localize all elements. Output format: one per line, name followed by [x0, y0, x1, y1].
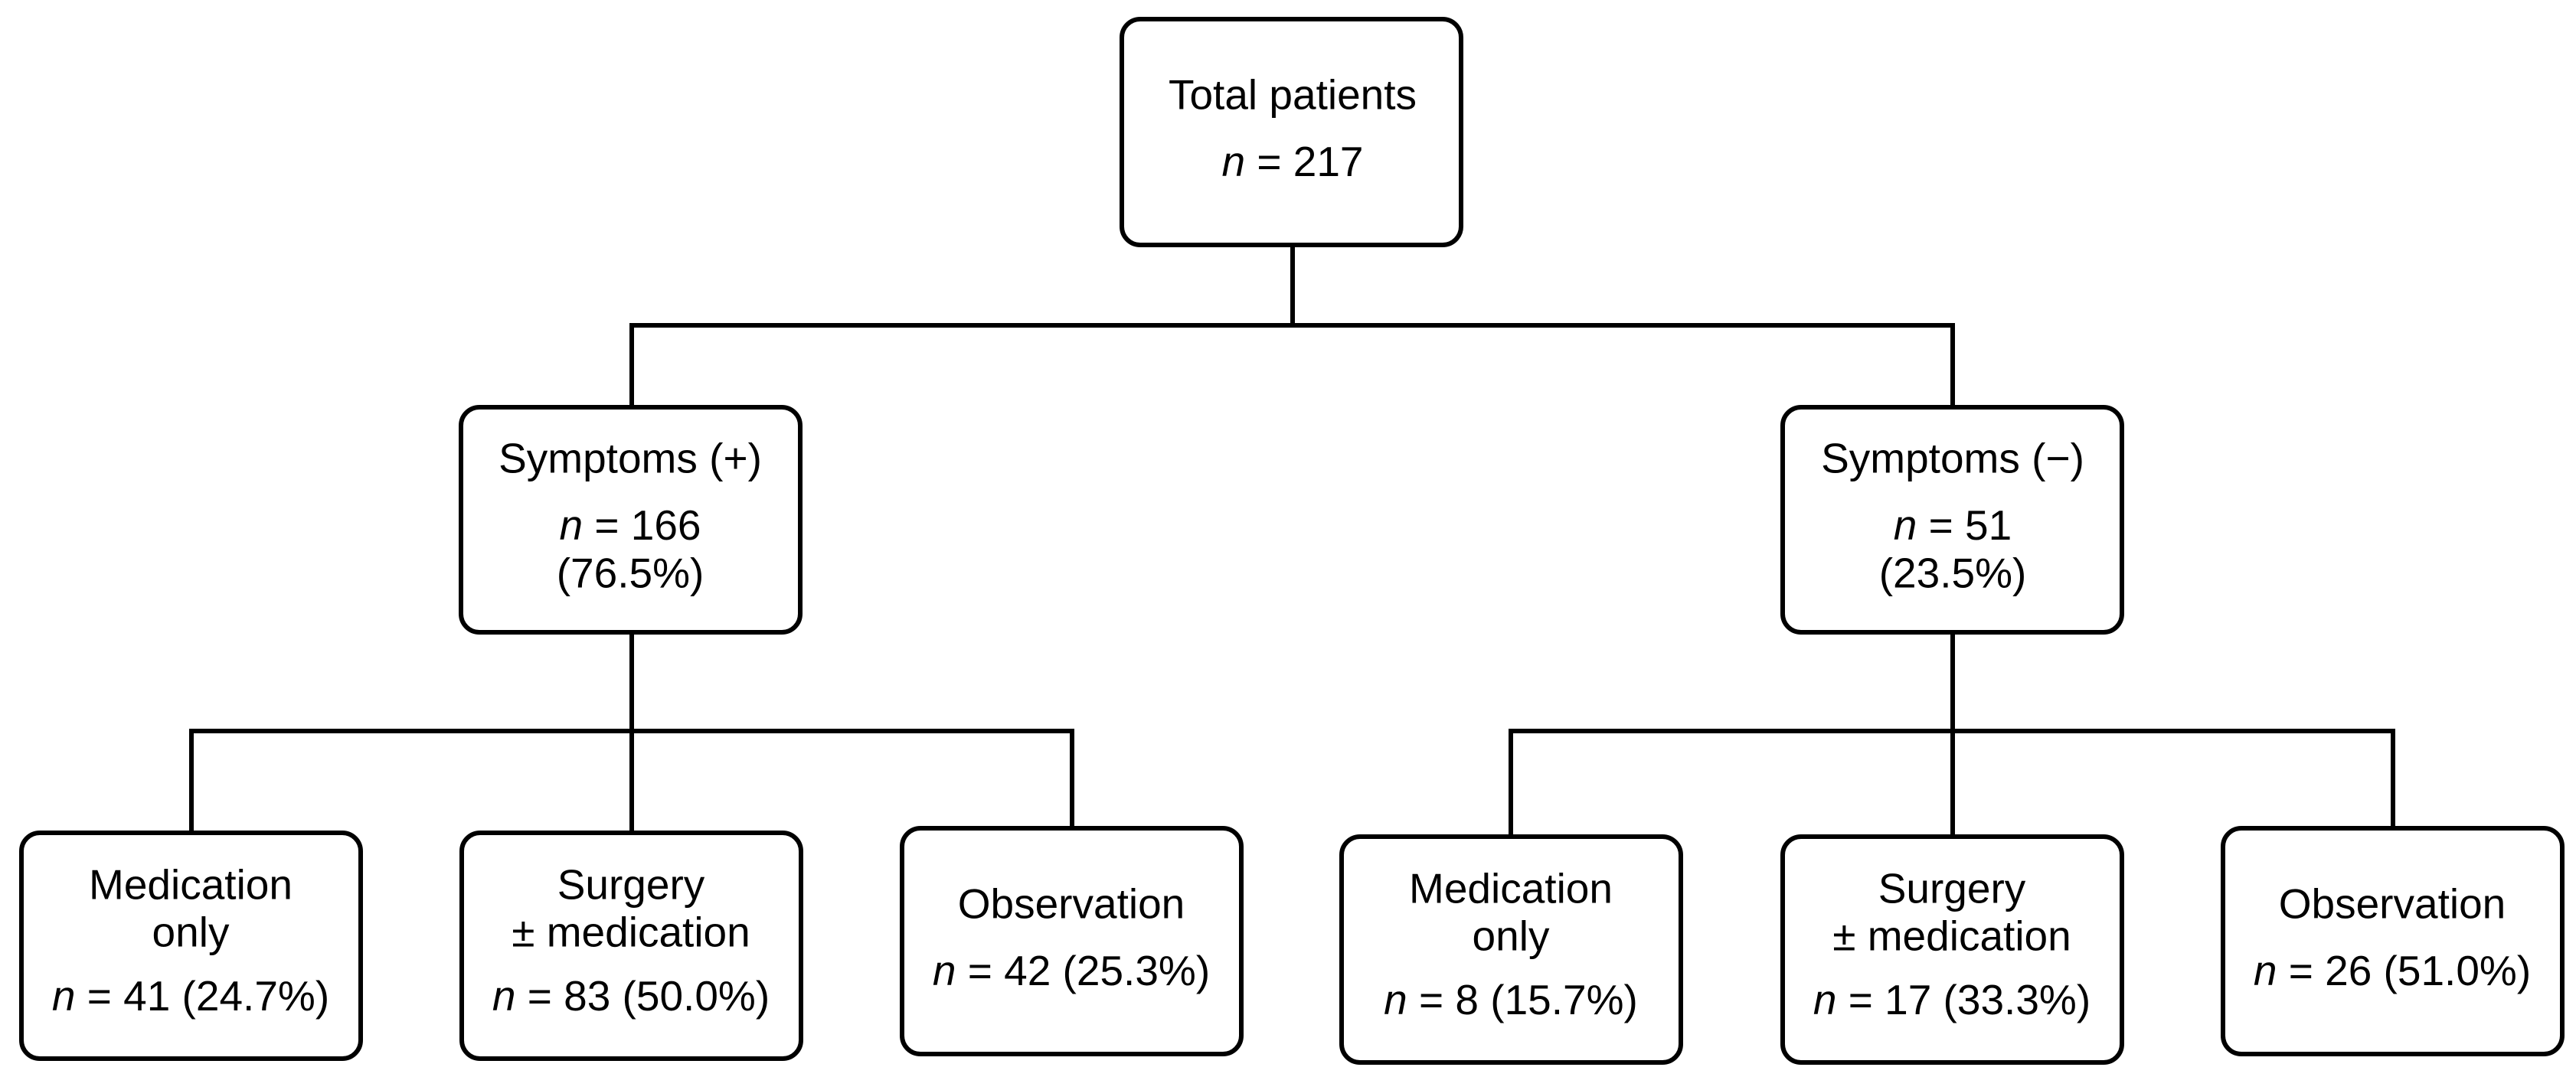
node-total-patients: Total patients n = 217: [1120, 17, 1463, 247]
node-pos-surgery-line1: Surgery: [557, 861, 705, 909]
node-symptoms-positive: Symptoms (+) n = 166 (76.5%): [459, 405, 803, 635]
node-pos-medication-line1: Medication: [89, 861, 293, 909]
connectors-symptoms-pos: [189, 630, 1074, 835]
node-pos-observation-count: n = 42 (25.3%): [933, 947, 1210, 994]
node-pos-surgery-line2: ± medication: [512, 909, 750, 956]
node-pos-medication-only: Medication only n = 41 (24.7%): [19, 831, 363, 1061]
node-neg-surgery-line1: Surgery: [1878, 865, 2026, 912]
node-neg-observation-count: n = 26 (51.0%): [2254, 947, 2531, 994]
node-neg-surgery-count: n = 17 (33.3%): [1813, 976, 2091, 1023]
node-symptoms-positive-count: n = 166: [559, 501, 701, 549]
node-neg-medication-only: Medication only n = 8 (15.7%): [1339, 834, 1683, 1065]
node-pos-medication-line2: only: [152, 909, 230, 956]
node-pos-surgery-medication: Surgery ± medication n = 83 (50.0%): [459, 831, 803, 1061]
node-pos-observation: Observation n = 42 (25.3%): [900, 826, 1244, 1056]
node-neg-medication-line2: only: [1473, 912, 1550, 960]
node-symptoms-negative: Symptoms (−) n = 51 (23.5%): [1780, 405, 2124, 635]
node-pos-surgery-count: n = 83 (50.0%): [492, 972, 770, 1020]
node-symptoms-positive-label: Symptoms (+): [499, 435, 762, 482]
node-neg-surgery-line2: ± medication: [1832, 912, 2071, 960]
node-symptoms-negative-label: Symptoms (−): [1821, 435, 2084, 482]
node-total-patients-label: Total patients: [1169, 71, 1417, 119]
node-neg-medication-count: n = 8 (15.7%): [1384, 976, 1638, 1023]
node-neg-observation: Observation n = 26 (51.0%): [2221, 826, 2565, 1056]
node-symptoms-negative-percent: (23.5%): [1879, 550, 2027, 597]
node-neg-observation-line1: Observation: [2279, 880, 2506, 928]
connectors-root: [629, 243, 1955, 410]
node-symptoms-positive-percent: (76.5%): [557, 550, 704, 597]
node-neg-surgery-medication: Surgery ± medication n = 17 (33.3%): [1780, 834, 2124, 1065]
node-total-patients-count: n = 217: [1221, 138, 1363, 185]
node-pos-medication-count: n = 41 (24.7%): [52, 972, 329, 1020]
connectors-symptoms-neg: [1509, 630, 2395, 839]
node-neg-medication-line1: Medication: [1409, 865, 1613, 912]
node-symptoms-negative-count: n = 51: [1894, 501, 2012, 549]
node-pos-observation-line1: Observation: [958, 880, 1185, 928]
